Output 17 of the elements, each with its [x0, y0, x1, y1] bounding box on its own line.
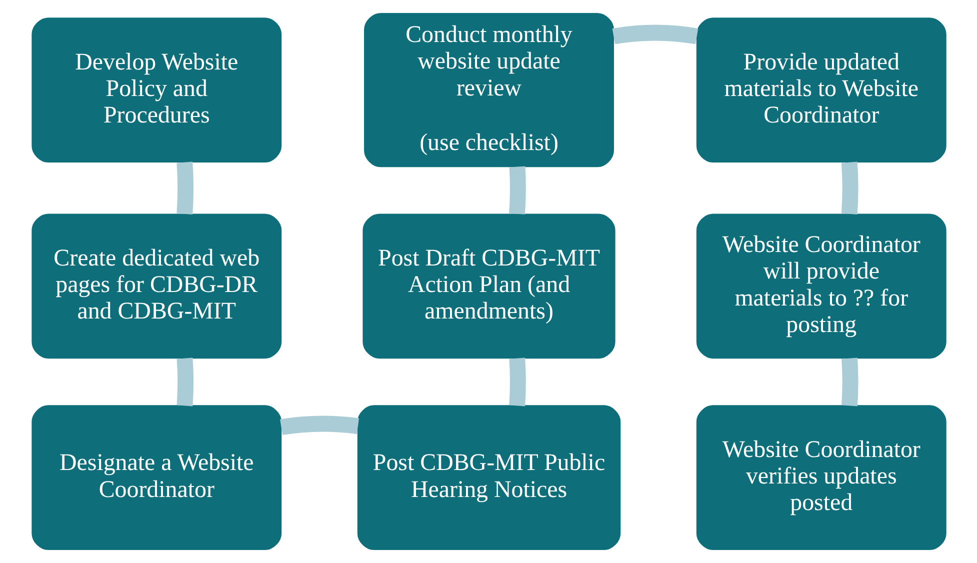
node-box: Conduct monthly website update review (use checklist) — [364, 12, 614, 168]
node-box: Designate a Website Coordinator — [31, 405, 282, 550]
node-box: Post CDBG-MIT Public Hearing Notices — [356, 405, 620, 550]
connector — [176, 162, 194, 214]
node-box: Develop Website Policy and Procedures — [31, 18, 282, 162]
node-box: Create dedicated web pages for CDBG-DR and CDBG-MIT — [31, 214, 282, 359]
node-box: Website Coordinator verifies updates posted — [696, 405, 946, 550]
connector — [612, 24, 698, 44]
node-box: Post Draft CDBG-MIT Action Plan (and amendments) — [362, 214, 615, 359]
node-box: Provide updated materials to Website Coordinator — [696, 18, 946, 162]
connector — [508, 358, 526, 406]
connector — [508, 166, 526, 214]
connector — [841, 358, 858, 406]
connector — [840, 162, 858, 214]
connector — [280, 416, 358, 435]
connector — [176, 358, 194, 406]
node-box: Website Coordinator will provide materials to ?? for posting — [696, 214, 946, 359]
